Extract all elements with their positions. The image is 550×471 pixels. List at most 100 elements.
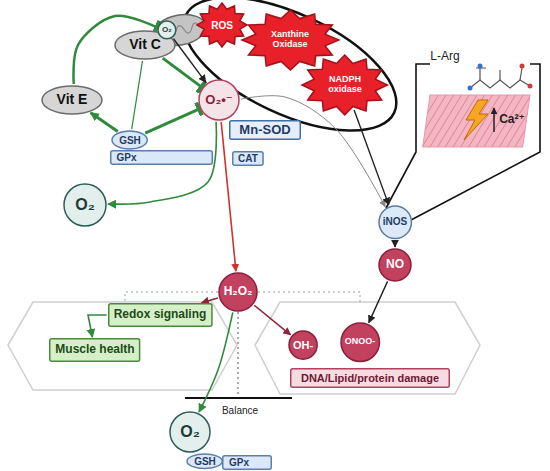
ros-source-outline bbox=[165, 0, 416, 158]
vitamin-ellipse: Vit E bbox=[41, 85, 103, 115]
node-text: GPx bbox=[229, 457, 249, 468]
connector bbox=[254, 305, 290, 335]
node-text: H₂O₂ bbox=[224, 285, 253, 298]
node-text: Mn-SOD bbox=[239, 123, 290, 137]
muscle-tissue bbox=[423, 95, 530, 147]
molecule-label: L-Arg bbox=[428, 50, 461, 63]
node-shape bbox=[42, 86, 102, 114]
outcome-box: Redox signaling bbox=[108, 303, 213, 327]
node-text: O₂ bbox=[180, 423, 200, 441]
outcome-box: Muscle health bbox=[49, 338, 140, 362]
node-shape bbox=[112, 131, 147, 149]
node-text: GPx bbox=[117, 152, 137, 163]
connector bbox=[173, 39, 205, 83]
node-shape bbox=[291, 369, 450, 388]
molecule-chain bbox=[470, 80, 530, 88]
node-text: Redox signaling bbox=[114, 308, 207, 321]
radical-circle: OH- bbox=[288, 330, 318, 360]
node-text: Vit C bbox=[129, 37, 161, 52]
node-shape bbox=[108, 304, 211, 327]
connector bbox=[221, 122, 236, 271]
node-shape bbox=[170, 412, 210, 452]
enzyme-box: CAT bbox=[232, 151, 264, 166]
node-shape bbox=[199, 80, 239, 120]
atom bbox=[520, 64, 525, 69]
node-text: NO bbox=[386, 258, 404, 271]
muscle-ground bbox=[423, 95, 530, 147]
node-text: NADPH oxidase bbox=[322, 75, 368, 95]
node-text: O₂ bbox=[75, 196, 95, 214]
node-shape bbox=[379, 206, 411, 238]
connector bbox=[354, 110, 389, 205]
glutathione-ellipse: GSH bbox=[186, 453, 223, 470]
connector bbox=[108, 122, 216, 204]
enzyme-box: GPx bbox=[110, 150, 213, 165]
damage-box: DNA/Lipid/protein damage bbox=[290, 368, 450, 388]
connector bbox=[369, 281, 388, 322]
connector bbox=[163, 58, 202, 87]
node-shape bbox=[50, 339, 140, 362]
node-shape bbox=[233, 151, 263, 165]
peroxide-circle: H₂O₂ bbox=[218, 272, 258, 312]
node-text: OH- bbox=[293, 339, 313, 351]
molecule-branches bbox=[476, 68, 522, 80]
node-shape bbox=[230, 121, 301, 140]
node-shape bbox=[64, 184, 106, 226]
node-text: iNOS bbox=[383, 216, 407, 227]
node-shape bbox=[219, 273, 257, 311]
oxygen-circle: O₂ bbox=[169, 411, 211, 453]
enzyme-box: GPx bbox=[222, 455, 272, 470]
balance-label: Balance bbox=[220, 405, 260, 416]
outcome-region bbox=[8, 302, 237, 390]
balance-stem bbox=[238, 312, 239, 398]
connector bbox=[88, 315, 107, 337]
node-text: Xanthine Oxidase bbox=[264, 30, 316, 50]
node-text: GSH bbox=[194, 456, 216, 467]
enzyme-box: Mn-SOD bbox=[229, 120, 301, 140]
node-text: GSH bbox=[119, 135, 141, 146]
connector bbox=[202, 298, 218, 303]
node-shape bbox=[187, 454, 222, 469]
radical-circle: ONOO- bbox=[340, 322, 381, 363]
node-shape bbox=[197, 3, 247, 47]
node-text: O₂•⁻ bbox=[205, 93, 232, 107]
oxygen-circle: O₂ bbox=[157, 20, 177, 40]
lightning-bolt bbox=[464, 100, 488, 140]
node-text: CAT bbox=[238, 153, 258, 164]
damage-region bbox=[255, 302, 480, 394]
nitric-oxide-circle: NO bbox=[378, 248, 412, 282]
node-text: DNA/Lipid/protein damage bbox=[301, 372, 439, 384]
ion-label: Ca²⁺ bbox=[497, 113, 527, 126]
node-shape bbox=[223, 455, 272, 469]
glutathione-ellipse: GSH bbox=[111, 130, 148, 150]
node-shape bbox=[341, 323, 380, 362]
node-shape bbox=[379, 249, 411, 281]
connector bbox=[91, 113, 118, 132]
connector bbox=[199, 312, 233, 412]
enzyme-circle: iNOS bbox=[378, 205, 412, 239]
node-text: Vit E bbox=[57, 92, 88, 107]
muscle-fibres bbox=[423, 95, 530, 147]
node-shape bbox=[110, 150, 212, 164]
atom bbox=[468, 86, 473, 91]
atom bbox=[478, 64, 483, 69]
connector bbox=[132, 61, 143, 129]
node-text: O₂ bbox=[162, 26, 172, 35]
increase-arrow bbox=[493, 108, 495, 132]
bracket bbox=[411, 64, 540, 220]
oxygen-circle: O₂ bbox=[63, 183, 107, 227]
atom bbox=[528, 84, 533, 89]
enzyme-star: ROS bbox=[196, 2, 248, 48]
connector bbox=[145, 109, 199, 133]
node-text: ONOO- bbox=[345, 337, 376, 347]
enzyme-star: NADPH oxidase bbox=[301, 54, 388, 116]
superoxide-circle: O₂•⁻ bbox=[198, 79, 240, 121]
node-text: Muscle health bbox=[55, 343, 134, 356]
bracket bbox=[386, 64, 430, 208]
node-text: ROS bbox=[211, 20, 233, 31]
node-shape bbox=[302, 55, 387, 115]
arginine-molecule bbox=[470, 68, 530, 88]
